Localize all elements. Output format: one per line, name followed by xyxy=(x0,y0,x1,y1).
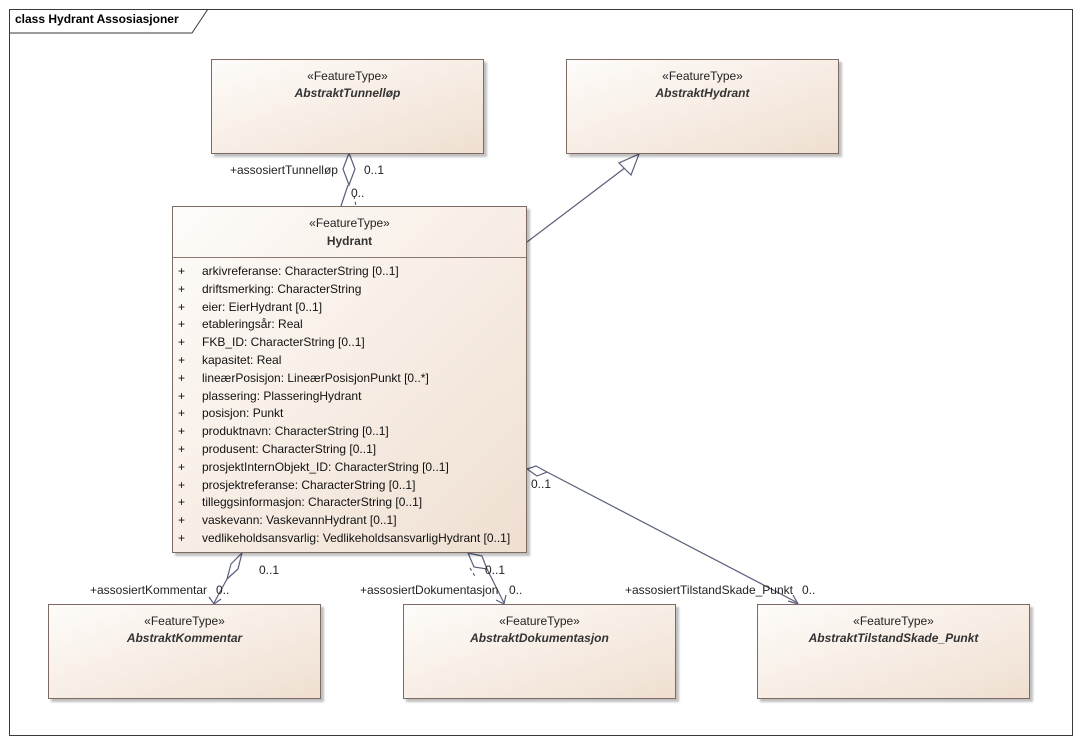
dokumentasjon-association-line-dashed xyxy=(469,567,477,579)
attribute-row[interactable]: + kapasitet: Real xyxy=(178,353,281,367)
role-label-kommentar: +assosiertKommentar xyxy=(90,583,208,597)
visibility-marker: + xyxy=(178,388,186,403)
multiplicity-kommentar-hydrant-end: 0..1 xyxy=(259,563,280,577)
attribute-text: produktnavn: CharacterString [0..1] xyxy=(202,424,389,439)
class-name: AbstraktKommentar xyxy=(126,631,243,645)
attribute-text: prosjektreferanse: CharacterString [0..1… xyxy=(202,477,416,492)
class-abstrakt-hydrant[interactable]: «FeatureType» AbstraktHydrant xyxy=(566,59,839,154)
role-label-dokumentasjon: +assosiertDokumentasjon xyxy=(360,583,499,597)
attribute-text: FKB_ID: CharacterString [0..1] xyxy=(202,335,365,350)
class-abstrakt-tunnellop[interactable]: «FeatureType» AbstraktTunnelløp xyxy=(211,59,484,154)
attribute-row[interactable]: + produktnavn: CharacterString [0..1] xyxy=(178,424,389,438)
generalization-arrowhead xyxy=(617,152,641,177)
visibility-marker: + xyxy=(178,370,186,385)
class-name: Hydrant xyxy=(326,234,373,248)
class-name: AbstraktHydrant xyxy=(655,86,750,100)
attribute-row[interactable]: + eier: EierHydrant [0..1] xyxy=(178,300,322,314)
visibility-marker: + xyxy=(178,531,186,545)
class-name: AbstraktDokumentasjon xyxy=(470,631,609,645)
role-label-tilstand: +assosiertTilstandSkade_Punkt xyxy=(625,583,793,597)
role-label-tunnellop: +assosiertTunnelløp xyxy=(230,163,338,177)
attribute-row[interactable]: + tilleggsinformasjon: CharacterString [0… xyxy=(178,495,422,509)
diagram-title-tab xyxy=(9,9,209,34)
kommentar-association-line xyxy=(213,578,228,604)
attribute-text: plassering: PlasseringHydrant xyxy=(202,388,362,403)
attribute-text: produsent: CharacterString [0..1] xyxy=(202,442,377,456)
multiplicity-tilstand-hydrant-end: 0..1 xyxy=(531,477,552,491)
attribute-row[interactable]: + etableringsår: Real xyxy=(178,317,303,331)
visibility-marker: + xyxy=(178,264,186,278)
attribute-row[interactable]: + driftsmerking: CharacterString xyxy=(178,282,361,296)
tunnellop-association-line-dashed xyxy=(353,195,357,207)
attribute-text: lineærPosisjon: LineærPosisjonPunkt [0..… xyxy=(202,370,429,385)
attribute-text: arkivreferanse: CharacterString [0..1] xyxy=(202,264,399,278)
tunnellop-association-line xyxy=(340,184,349,207)
stereotype-label: «FeatureType» xyxy=(499,614,580,628)
attribute-row[interactable]: + prosjektInternObjekt_ID: CharacterStrin… xyxy=(178,460,449,474)
attribute-row[interactable]: + arkivreferanse: CharacterString [0..1] xyxy=(178,264,399,278)
tilstand-association-line xyxy=(546,471,799,604)
attribute-row[interactable]: + plassering: PlasseringHydrant xyxy=(178,389,361,403)
visibility-marker: + xyxy=(178,317,186,332)
attribute-text: eier: EierHydrant [0..1] xyxy=(202,299,323,314)
stereotype-label: «FeatureType» xyxy=(853,614,934,628)
attribute-row[interactable]: + vaskevann: VaskevannHydrant [0..1] xyxy=(178,513,397,527)
stereotype-label: «FeatureType» xyxy=(144,614,225,628)
attribute-row[interactable]: + vedlikeholdsansvarlig: Vedlikeholdsansv… xyxy=(178,531,510,545)
stereotype-label: «FeatureType» xyxy=(662,69,743,83)
attribute-text: etableringsår: Real xyxy=(202,317,303,332)
attribute-text: vaskevann: VaskevannHydrant [0..1] xyxy=(202,513,397,528)
diagram-title: class Hydrant Assosiasjoner xyxy=(15,12,179,26)
generalization-line xyxy=(526,163,631,243)
visibility-marker: + xyxy=(178,495,186,510)
multiplicity-dokumentasjon: 0.. xyxy=(509,583,523,597)
attribute-row[interactable]: + produsent: CharacterString [0..1] xyxy=(178,442,376,456)
class-hydrant[interactable]: «FeatureType» Hydrant + arkivreferanse: C… xyxy=(172,206,527,553)
visibility-marker: + xyxy=(178,477,186,492)
attribute-text: prosjektInternObjekt_ID: CharacterString… xyxy=(202,459,449,474)
attribute-text: tilleggsinformasjon: CharacterString [0.… xyxy=(202,495,423,510)
stereotype-label: «FeatureType» xyxy=(309,216,390,230)
multiplicity-dokumentasjon-hydrant-end: 0..1 xyxy=(485,563,506,577)
attribute-row[interactable]: + FKB_ID: CharacterString [0..1] xyxy=(178,335,365,349)
attribute-divider xyxy=(173,257,526,258)
attribute-row[interactable]: + prosjektreferanse: CharacterString [0..… xyxy=(178,478,415,492)
class-abstrakt-dokumentasjon[interactable]: «FeatureType» AbstraktDokumentasjon xyxy=(403,604,676,699)
multiplicity-tunnellop: 0..1 xyxy=(364,163,385,177)
attribute-text: kapasitet: Real xyxy=(202,353,282,367)
stereotype-label: «FeatureType» xyxy=(307,69,388,83)
multiplicity-tilstand: 0.. xyxy=(802,583,816,597)
class-abstrakt-kommentar[interactable]: «FeatureType» AbstraktKommentar xyxy=(48,604,321,699)
multiplicity-kommentar: 0.. xyxy=(216,583,230,597)
visibility-marker: + xyxy=(178,459,186,474)
attribute-text: driftsmerking: CharacterString xyxy=(202,281,362,296)
attribute-row[interactable]: + posisjon: Punkt xyxy=(178,406,283,420)
class-name: AbstraktTunnelløp xyxy=(294,86,401,100)
visibility-marker: + xyxy=(178,406,186,421)
multiplicity-tunnellop-near: 0.. xyxy=(351,186,365,200)
visibility-marker: + xyxy=(178,335,186,350)
visibility-marker: + xyxy=(178,424,186,439)
diagram-frame xyxy=(9,9,1073,736)
class-name: AbstraktTilstandSkade_Punkt xyxy=(808,631,979,645)
class-abstrakt-tilstand-skade-punkt[interactable]: «FeatureType» AbstraktTilstandSkade_Punk… xyxy=(757,604,1030,699)
visibility-marker: + xyxy=(178,299,186,314)
attribute-text: posisjon: Punkt xyxy=(202,406,284,421)
visibility-marker: + xyxy=(178,281,186,296)
visibility-marker: + xyxy=(178,442,186,456)
visibility-marker: + xyxy=(178,353,186,367)
aggregation-diamond-tunnellop xyxy=(342,151,356,187)
visibility-marker: + xyxy=(178,513,186,528)
attribute-text: vedlikeholdsansvarlig: Vedlikeholdsansva… xyxy=(202,531,511,545)
attribute-row[interactable]: + lineærPosisjon: LineærPosisjonPunkt [0.… xyxy=(178,371,429,385)
dokumentasjon-association-line xyxy=(486,568,505,604)
